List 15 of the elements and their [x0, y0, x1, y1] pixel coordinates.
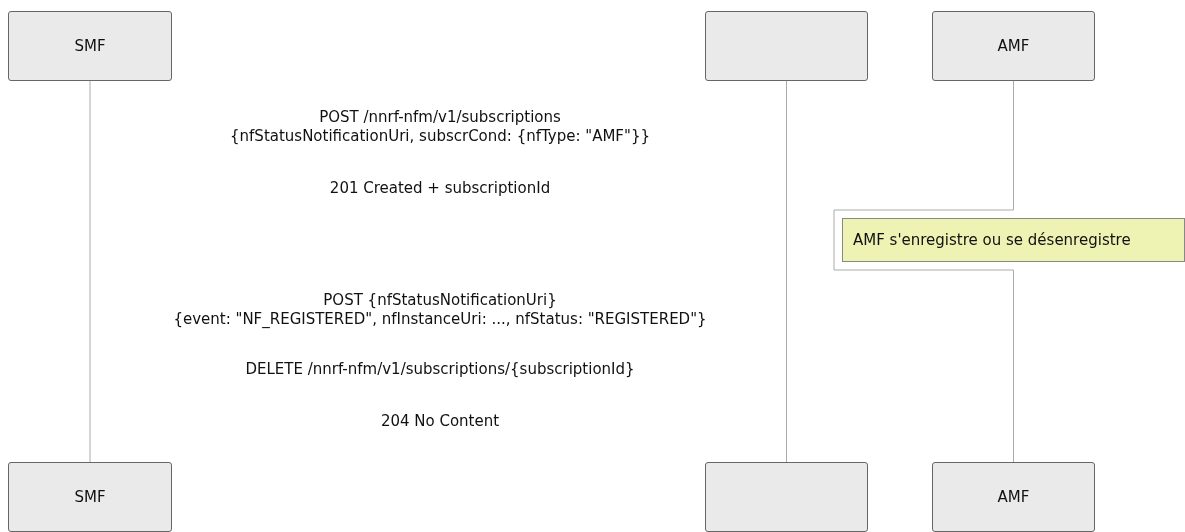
message-label: POST {nfStatusNotificationUri} {event: "NF_REGISTERED", nfInstanceUri: ..., nfStatus: "REGISTERED"}: [173, 291, 707, 329]
participant-box: [705, 11, 868, 81]
message-label: DELETE /nnrf-nfm/v1/subscriptions/{subscriptionId}: [245, 360, 635, 379]
participant-box: [705, 462, 868, 532]
note-box: AMF s'enregistre ou se désenregistre: [842, 218, 1185, 262]
participant-box: AMF: [932, 11, 1095, 81]
message-label: 204 No Content: [380, 412, 500, 431]
lifeline: [89, 80, 91, 463]
message-label: 201 Created + subscriptionId: [329, 179, 551, 198]
participant-box: AMF: [932, 462, 1095, 532]
lifeline: [833, 80, 1014, 463]
lifeline: [786, 80, 787, 463]
message-label: POST /nnrf-nfm/v1/subscriptions {nfStatusNotificationUri, subscrCond: {nfType: "AMF"}}: [230, 108, 650, 146]
participant-box: SMF: [8, 462, 172, 532]
participant-box: SMF: [8, 11, 172, 81]
